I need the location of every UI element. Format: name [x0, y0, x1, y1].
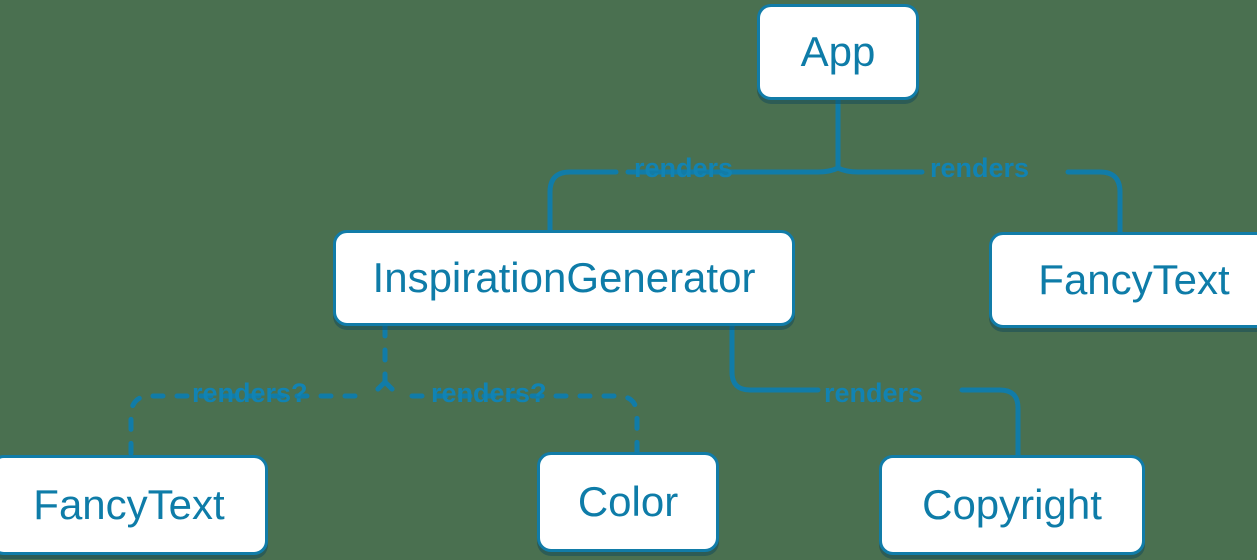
node-color-label: Color [577, 478, 679, 525]
edge-label-inspiration-to-color: renders? [431, 378, 547, 408]
node-copyright-label: Copyright [922, 481, 1102, 528]
node-copyright[interactable]: Copyright [879, 455, 1145, 555]
node-fancytext-bottom-label: FancyText [33, 481, 225, 528]
node-app[interactable]: App [757, 4, 919, 100]
node-fancytext-right-label: FancyText [1038, 256, 1230, 303]
node-inspiration-generator-label: InspirationGenerator [372, 254, 756, 301]
node-inspiration-generator[interactable]: InspirationGenerator [333, 230, 795, 326]
node-app-label: App [800, 28, 876, 75]
node-fancytext-bottom[interactable]: FancyText [0, 455, 268, 555]
node-color[interactable]: Color [537, 452, 719, 552]
edge-label-app-to-inspiration: renders [634, 153, 734, 183]
edge-label-app-to-fancytext: renders [930, 153, 1030, 183]
edge-label-inspiration-to-copyright: renders [824, 378, 924, 408]
node-fancytext-right[interactable]: FancyText [989, 232, 1257, 328]
edge-label-inspiration-to-fancytext: renders? [192, 378, 308, 408]
